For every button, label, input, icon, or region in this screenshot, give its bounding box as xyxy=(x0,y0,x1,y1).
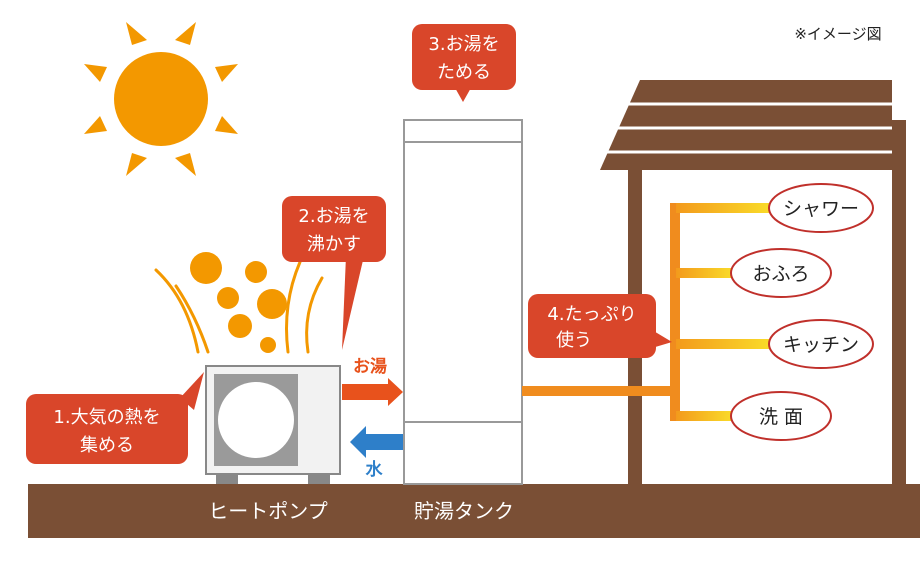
callout-text: 沸かす xyxy=(307,234,361,255)
tank-label: 貯湯タンク xyxy=(414,499,514,523)
air-heat-bubbles xyxy=(190,252,287,353)
outlet-kitchen: キッチン xyxy=(768,319,874,369)
house-wall-right xyxy=(892,120,906,486)
callout-text: ためる xyxy=(437,62,491,83)
outlet-label: シャワー xyxy=(783,198,859,220)
outlet-label: キッチン xyxy=(783,334,859,356)
heat-pump-unit xyxy=(205,365,341,484)
hot-water-arrow xyxy=(342,378,403,406)
sun-icon xyxy=(84,22,238,176)
outlet-label: おふろ xyxy=(752,263,809,285)
outlet-washbasin: 洗 面 xyxy=(730,391,832,441)
callout-text: 集める xyxy=(80,435,134,456)
callout-text: 4.たっぷり xyxy=(547,304,636,325)
distribution-pipe xyxy=(670,203,680,421)
branch-pipes xyxy=(676,203,776,421)
house-roof xyxy=(600,80,892,170)
house xyxy=(600,80,906,486)
callout-text: 3.お湯を xyxy=(428,34,499,55)
callout-step-4: 4.たっぷり 使う xyxy=(528,294,672,358)
callout-text: 2.お湯を xyxy=(298,206,369,227)
heat-pump-label: ヒートポンプ xyxy=(208,499,327,523)
heat-wave-lines xyxy=(154,260,324,354)
outlet-label: 洗 面 xyxy=(759,406,803,428)
ground xyxy=(28,484,920,538)
callout-step-1: 1.大気の熱を 集める xyxy=(26,372,204,464)
roof-lines xyxy=(606,102,892,154)
cold-water-label: 水 xyxy=(366,459,384,480)
hot-water-label: お湯 xyxy=(353,357,387,377)
image-note: ※イメージ図 xyxy=(794,25,881,43)
storage-tank xyxy=(403,119,523,485)
callout-step-3: 3.お湯を ためる xyxy=(412,24,516,102)
callout-text: 1.大気の熱を xyxy=(53,407,160,428)
outlet-bath: おふろ xyxy=(730,248,832,298)
outlet-shower: シャワー xyxy=(768,183,874,233)
callout-step-2: 2.お湯を 沸かす xyxy=(282,196,386,350)
cold-water-arrow xyxy=(350,426,403,458)
supply-pipe xyxy=(522,386,678,396)
callout-text: 使う xyxy=(556,330,592,351)
